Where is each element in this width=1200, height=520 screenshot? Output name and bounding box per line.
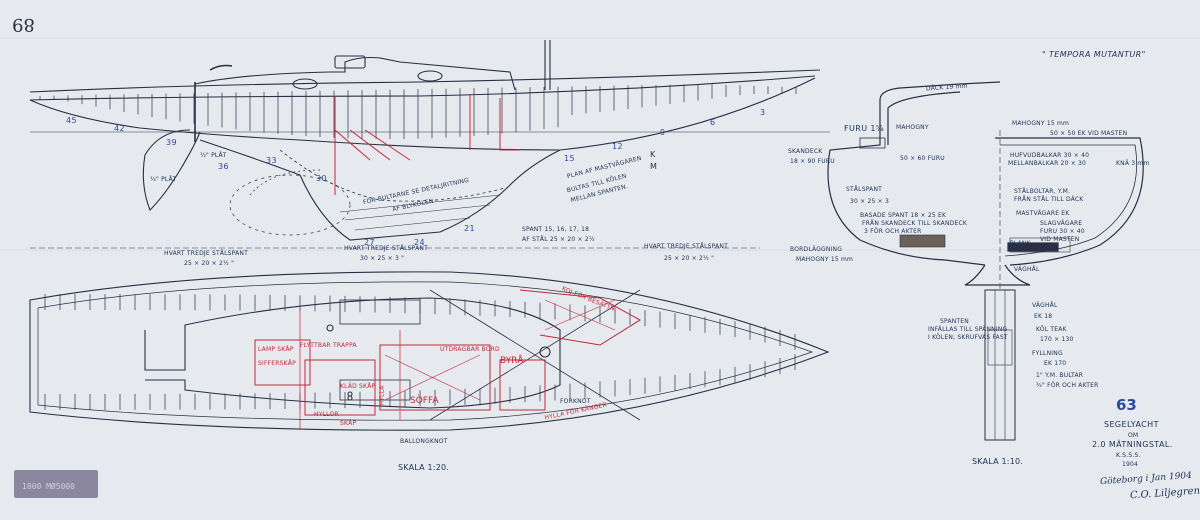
- plat-label-2: ½" PLÅT: [200, 152, 227, 159]
- plan-label: HYLLOR: [314, 411, 339, 418]
- section-label: VÄGHÅL: [1014, 266, 1040, 273]
- section-label: FYLLNING: [1032, 350, 1063, 357]
- section-label: STÅLBOLTAR, Y.M.: [1014, 188, 1071, 195]
- frame-number: 33: [266, 156, 277, 165]
- profile-red-overlay: [334, 94, 520, 195]
- plan-label: SKÅP: [340, 420, 357, 427]
- plan-label: FLYTTBAR TRAPPA: [300, 342, 357, 349]
- section-label: VÄGHÅL: [1032, 302, 1058, 309]
- plan-label: BYRÅ: [500, 356, 524, 366]
- section-label: STÅLSPANT: [846, 186, 883, 193]
- plan-label: KLÄD SKÅP: [340, 383, 376, 390]
- title-line-1: SEGELYACHT: [1104, 420, 1159, 429]
- section-label: HUFVUDBALKAR 30 × 40: [1010, 152, 1090, 159]
- marker-k: K: [650, 150, 656, 159]
- spant-note-1: SPANT 15, 16, 17, 18: [522, 226, 590, 233]
- title-line-5: 1904: [1122, 461, 1139, 468]
- steel-note-b: HVART TREDJE STÅLSPANT: [344, 245, 428, 252]
- section-label: EK 18: [1034, 313, 1053, 320]
- section-label: KÖL TEAK: [1036, 326, 1067, 333]
- section-label: MAHOGNY 15 mm: [796, 256, 854, 263]
- title-line-2: OM: [1128, 432, 1139, 439]
- spant-note-2: AF STÅL 25 × 20 × 2½: [522, 236, 595, 243]
- steel-dim-c: 25 × 20 × 2½ ": [664, 255, 715, 262]
- plan-label: SÖFFA: [410, 396, 439, 406]
- frame-number: 36: [218, 162, 229, 171]
- section-label: 18 × 90 FURU: [790, 158, 835, 165]
- plan-scale: SKALA 1:20.: [398, 463, 450, 472]
- steel-note-c: HVART TREDJE STÅLSPANT: [644, 243, 728, 250]
- section-label: MELLANBALKAR 20 × 30: [1008, 160, 1087, 167]
- section-label: FRÅN SKANDECK TILL SKANDECK: [862, 220, 967, 227]
- section-label: FRÅN STÅL TILL DÄCK: [1014, 196, 1084, 203]
- steel-dim-a: 25 × 20 × 2½ ": [184, 260, 235, 267]
- plan-label: LAMP SKÅP: [258, 346, 294, 353]
- plan-label: FORKNOT: [560, 398, 591, 405]
- plan-label: BALLONGKNOT: [400, 438, 448, 445]
- frame-number: 42: [114, 124, 125, 133]
- plan-red-overlay: [254, 289, 641, 430]
- frame-number: 27: [364, 238, 375, 247]
- section-label: VID MASTEN: [1040, 236, 1080, 243]
- section-label: EK 170: [1044, 360, 1067, 367]
- section-scale: SKALA 1:10.: [972, 457, 1024, 466]
- frame-number: 24: [414, 238, 425, 247]
- steel-note-a: HVART TREDJE STÅLSPANT: [164, 250, 248, 257]
- steel-dim-b: 30 × 25 × 3 ": [360, 255, 405, 262]
- marker-m: M: [650, 162, 658, 171]
- archive-stamp: [14, 470, 98, 498]
- plan-label: HYLLA: [378, 385, 386, 406]
- section-label: 50 × 60 FURU: [900, 155, 945, 162]
- section-label: 3 FÖR OCH AKTER: [864, 228, 922, 235]
- profile-view: [29, 40, 830, 249]
- section-label: FURU 30 × 40: [1040, 228, 1085, 235]
- section-label: SKANDECK: [788, 148, 823, 155]
- title-line-4: K.S.S.S.: [1116, 452, 1141, 459]
- frame-number: 9: [660, 128, 666, 137]
- plan-label: SIFFERSKÅP: [258, 360, 296, 367]
- plat-label-1: ¾" PLÅT: [150, 176, 177, 183]
- frame-number: 45: [66, 116, 77, 125]
- section-label: 30 × 25 × 3: [850, 198, 889, 205]
- section-label: MAHOGNY: [896, 124, 929, 131]
- section-label: INFÄLLAS TILL SPÄNNING: [928, 326, 1008, 333]
- section-label: BASADE SPANT 18 × 25 EK: [860, 212, 947, 219]
- section-label: KNÄ 3 mm: [1116, 160, 1150, 167]
- frame-number: 6: [710, 118, 716, 127]
- plan-label: UTDRAGBAR BORD: [440, 346, 500, 353]
- section-label: BORDLÄGGNING: [790, 246, 843, 253]
- section-label: I KÖLEN; SKRUFVAS FAST: [928, 334, 1008, 341]
- section-label: 50 × 50 EK VID MASTEN: [1050, 130, 1128, 137]
- section-label: 170 × 130: [1040, 336, 1074, 343]
- section-label: ¾" FÖR OCH AKTER: [1036, 382, 1099, 389]
- section-label: FURU 1⅝: [844, 124, 885, 133]
- section-label: SLAGVÄGARE: [1040, 220, 1083, 227]
- frame-number: 39: [166, 138, 177, 147]
- frame-number: 12: [612, 142, 623, 151]
- section-label: SPANTEN: [940, 318, 969, 325]
- drawing-number: 63: [1116, 396, 1137, 414]
- corner-number: 89: [12, 14, 35, 35]
- section-label: MASTVÄGARE EK: [1016, 210, 1070, 217]
- section-view: [827, 81, 1144, 441]
- frame-number: 30: [316, 174, 327, 183]
- stamp-text: 1000 MØ5000: [22, 482, 75, 491]
- frame-number: 21: [464, 224, 475, 233]
- section-label: MAHOGNY 15 mm: [1012, 120, 1070, 127]
- frame-number: 15: [564, 154, 575, 163]
- section-label: PLANK: [1010, 240, 1031, 247]
- title-line-3: 2.0 MÄTNINGSTAL.: [1092, 440, 1173, 449]
- motto: " TEMPORA MUTANTUR": [1042, 50, 1146, 59]
- profile-frames: [39, 84, 797, 139]
- section-label: 1" Y.M. BULTAR: [1036, 372, 1084, 379]
- plan-frames: [44, 294, 796, 410]
- frame-number: 3: [760, 108, 766, 117]
